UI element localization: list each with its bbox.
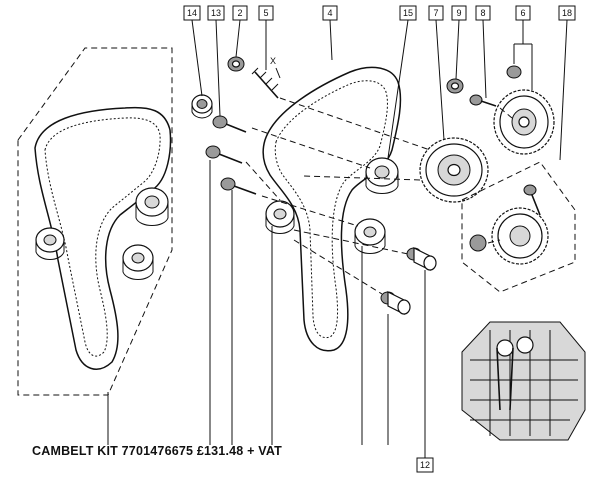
pulley-6 bbox=[493, 65, 555, 155]
callout-18-label: 18 bbox=[562, 8, 572, 18]
center-roller-left bbox=[265, 200, 295, 234]
callout-15-label: 15 bbox=[403, 8, 413, 18]
engine-illustration bbox=[461, 321, 586, 441]
callout-4-label: 4 bbox=[327, 8, 332, 18]
cambelt-kit-caption: CAMBELT KIT 7701476675 £131.48 + VAT bbox=[32, 444, 283, 458]
sleeve-lower bbox=[380, 291, 411, 315]
nut-2 bbox=[227, 56, 245, 72]
sleeve-12 bbox=[406, 247, 437, 271]
bolt-8 bbox=[469, 94, 497, 107]
nut-9 bbox=[446, 78, 464, 94]
callout-8-label: 8 bbox=[480, 8, 485, 18]
bolt-lower-left-a bbox=[205, 145, 243, 164]
callout-8: 8 bbox=[475, 5, 491, 21]
callout-9: 9 bbox=[451, 5, 467, 21]
callout-6: 6 bbox=[515, 5, 531, 21]
callout-7: 7 bbox=[428, 5, 444, 21]
callout-9-label: 9 bbox=[456, 8, 461, 18]
callout-14: 14 bbox=[183, 5, 201, 21]
dashed-alignment-lines bbox=[245, 97, 513, 295]
sprocket-7 bbox=[419, 137, 489, 203]
left-roller-lower bbox=[122, 244, 154, 280]
callout-5: 5 bbox=[258, 5, 274, 21]
stud-bolt-5: X bbox=[251, 56, 281, 99]
center-roller-15 bbox=[365, 157, 399, 194]
callout-18: 18 bbox=[558, 5, 576, 21]
bolt-lower-left-b bbox=[220, 177, 257, 195]
callout-7-label: 7 bbox=[433, 8, 438, 18]
callout-2-label: 2 bbox=[237, 8, 242, 18]
left-kit-dashed-box bbox=[17, 47, 173, 396]
callout-4: 4 bbox=[322, 5, 338, 21]
bolt-13 bbox=[212, 115, 247, 133]
spacer-14 bbox=[191, 94, 213, 119]
callout-13-label: 13 bbox=[211, 8, 221, 18]
left-roller-left bbox=[35, 227, 65, 260]
callout-5-label: 5 bbox=[263, 8, 268, 18]
center-roller-lower bbox=[354, 218, 386, 254]
callout-12: 12 bbox=[416, 457, 434, 473]
x-mark-label: X bbox=[270, 56, 276, 66]
left-timing-belt bbox=[34, 106, 172, 370]
callout-12-label: 12 bbox=[420, 460, 430, 470]
leader-lines bbox=[107, 19, 568, 458]
callout-13: 13 bbox=[207, 5, 225, 21]
left-roller-upper bbox=[135, 187, 169, 226]
callout-2: 2 bbox=[232, 5, 248, 21]
callout-6-label: 6 bbox=[520, 8, 525, 18]
pulley-18 bbox=[469, 184, 549, 265]
callout-14-label: 14 bbox=[187, 8, 197, 18]
callout-15: 15 bbox=[399, 5, 417, 21]
